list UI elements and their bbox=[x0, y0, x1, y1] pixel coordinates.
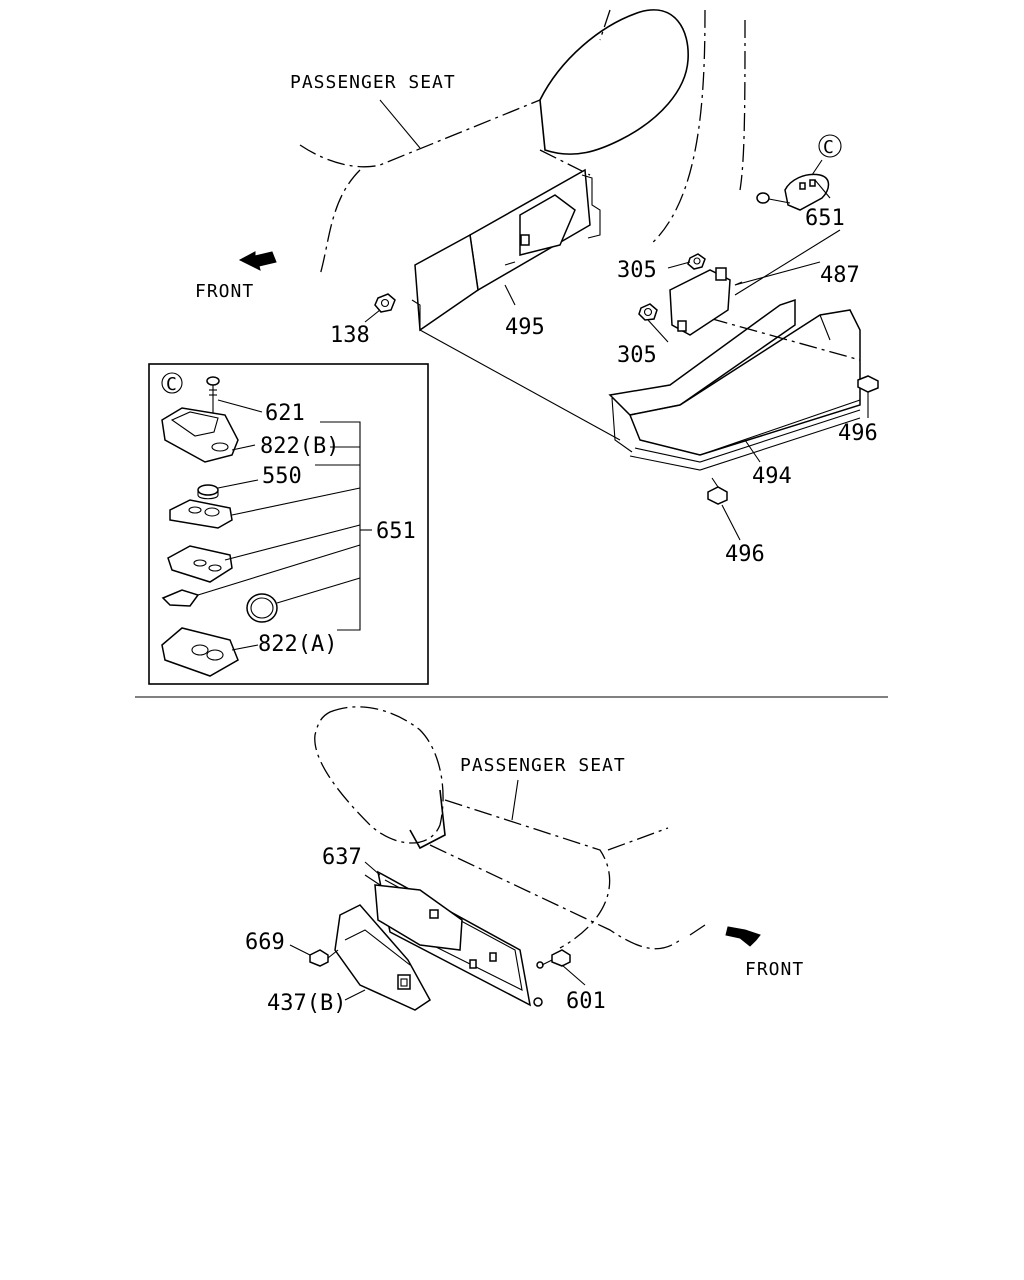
front-arrow-icon bbox=[238, 251, 277, 271]
seat-back-line-3 bbox=[739, 19, 746, 191]
cover-437b bbox=[334, 904, 431, 1011]
callout-496-right: 496 bbox=[838, 421, 878, 446]
front-arrow-bottom-icon bbox=[725, 926, 761, 947]
seat-headrest-outline bbox=[539, 9, 689, 155]
bracket-637 bbox=[364, 870, 544, 1007]
nut-305-upper bbox=[687, 253, 706, 270]
screw-669 bbox=[309, 949, 339, 967]
seat-rail-line bbox=[539, 149, 591, 176]
callout-822b: 822(B) bbox=[260, 434, 339, 459]
ring-part bbox=[246, 593, 278, 623]
callout-651-detail: 651 bbox=[376, 519, 416, 544]
nut-305-lower bbox=[638, 303, 658, 321]
cover-822b bbox=[161, 407, 239, 463]
remote-651 bbox=[756, 173, 830, 211]
screw-496-right bbox=[857, 375, 879, 402]
top-diagram: C PASSENGER SEAT FRONT 138 495 305 305 6… bbox=[195, 9, 879, 567]
housing-part bbox=[169, 499, 233, 529]
tray-part bbox=[167, 545, 233, 583]
detail-c-marker-letter: C bbox=[823, 137, 835, 158]
bottom-seat-label: PASSENGER SEAT bbox=[460, 755, 626, 776]
seat-base-494 bbox=[608, 298, 861, 471]
callout-487: 487 bbox=[820, 263, 860, 288]
callout-637: 637 bbox=[322, 845, 362, 870]
callout-601: 601 bbox=[566, 989, 606, 1014]
bottom-front-label: FRONT bbox=[745, 959, 804, 980]
callout-621: 621 bbox=[265, 401, 305, 426]
assembly-line bbox=[419, 329, 621, 441]
bottom-diagram: PASSENGER SEAT FRONT 637 669 437(B) 601 bbox=[245, 706, 804, 1016]
callout-651-top: 651 bbox=[805, 206, 845, 231]
callout-305-lower: 305 bbox=[617, 343, 657, 368]
callout-138: 138 bbox=[330, 323, 370, 348]
circuit-board bbox=[161, 589, 200, 607]
callout-305-upper: 305 bbox=[617, 258, 657, 283]
bottom-seat-headrest bbox=[314, 706, 444, 844]
bracket-495 bbox=[411, 168, 601, 332]
seat-cushion-outline bbox=[299, 99, 541, 168]
top-front-label: FRONT bbox=[195, 281, 254, 302]
bottom-seat-body bbox=[444, 799, 611, 949]
callout-494: 494 bbox=[752, 464, 792, 489]
nut-138 bbox=[374, 293, 396, 313]
callout-822a: 822(A) bbox=[258, 632, 337, 657]
battery-550 bbox=[197, 484, 219, 500]
seat-cushion-front bbox=[319, 169, 361, 276]
seat-label-leader bbox=[379, 99, 421, 149]
detail-c-box: C bbox=[148, 363, 429, 685]
callout-437b: 437(B) bbox=[267, 991, 346, 1016]
detail-c-marker bbox=[818, 134, 842, 158]
seat-back-line-1 bbox=[599, 9, 611, 41]
bracket-487 bbox=[669, 267, 743, 336]
callout-669: 669 bbox=[245, 930, 285, 955]
screw-601 bbox=[541, 949, 571, 967]
callout-495: 495 bbox=[505, 315, 545, 340]
callout-496-lower: 496 bbox=[725, 542, 765, 567]
top-seat-label: PASSENGER SEAT bbox=[290, 72, 456, 93]
screw-496-lower bbox=[707, 477, 728, 505]
seat-back-line-2 bbox=[649, 9, 706, 246]
detail-c-box-marker: C bbox=[166, 374, 178, 395]
cover-822a bbox=[161, 627, 239, 677]
callout-550: 550 bbox=[262, 464, 302, 489]
